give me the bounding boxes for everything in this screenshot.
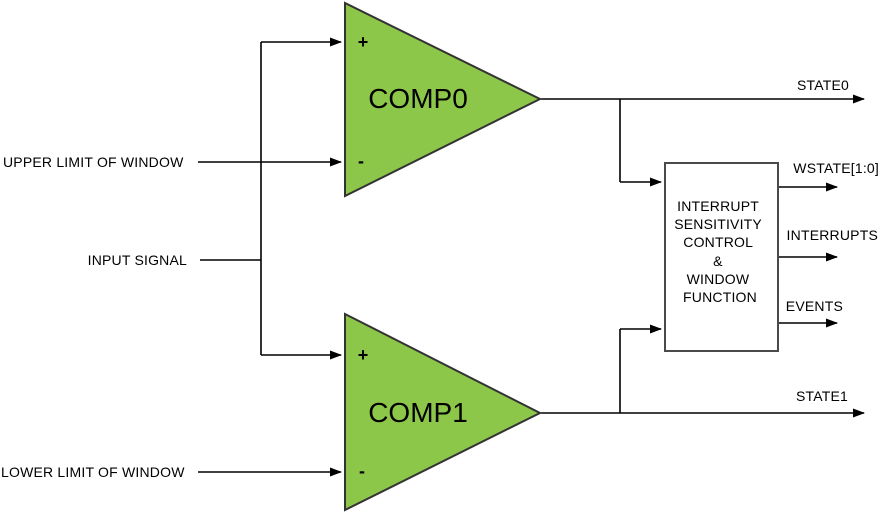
box-line-4: & — [713, 253, 723, 269]
lower-limit-label: LOWER LIMIT OF WINDOW — [1, 464, 185, 480]
comp0-minus-sign: - — [358, 151, 364, 171]
comp0-name: COMP0 — [368, 83, 468, 114]
interrupts-label: INTERRUPTS — [787, 227, 878, 243]
interrupt-control-box-text: INTERRUPT SENSITIVITY CONTROL & WINDOW F… — [674, 198, 766, 305]
box-line-6: FUNCTION — [683, 289, 757, 305]
wires — [198, 37, 865, 477]
comp1-triangle — [344, 312, 543, 512]
input-signal-label: INPUT SIGNAL — [88, 252, 187, 268]
state1-label: STATE1 — [796, 388, 848, 404]
box-line-2: SENSITIVITY — [674, 216, 762, 232]
wstate-label: WSTATE[1:0] — [793, 160, 879, 176]
comp1-name: COMP1 — [368, 397, 468, 428]
comp1-plus-sign: + — [358, 345, 369, 365]
comp0-triangle — [344, 1, 543, 198]
box-line-3: CONTROL — [683, 234, 753, 250]
upper-limit-label: UPPER LIMIT OF WINDOW — [3, 154, 184, 170]
box-line-1: INTERRUPT — [677, 198, 759, 214]
state0-label: STATE0 — [797, 77, 849, 93]
comp1-minus-sign: - — [359, 461, 365, 481]
events-label: EVENTS — [786, 298, 843, 314]
interrupt-control-box — [664, 162, 779, 352]
comp0-plus-sign: + — [358, 32, 369, 52]
box-line-5: WINDOW — [687, 271, 750, 287]
